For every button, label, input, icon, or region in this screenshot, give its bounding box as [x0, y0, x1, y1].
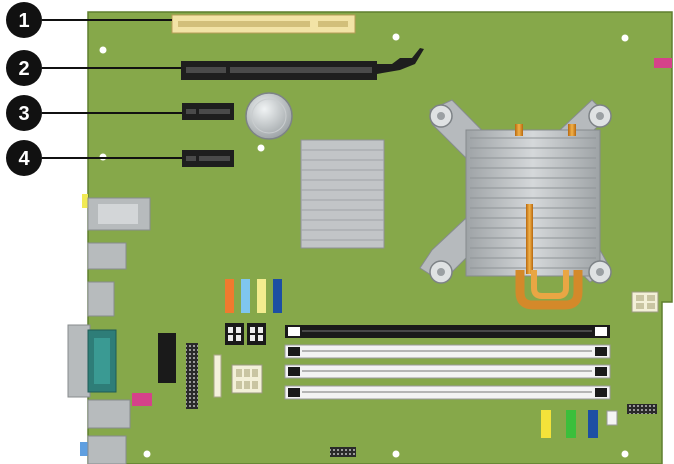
black-block-header	[158, 333, 176, 383]
callout-3: 3	[6, 95, 42, 131]
long-pin-header	[186, 343, 198, 409]
callout-2: 2	[6, 50, 42, 86]
pink-header-rear	[132, 393, 152, 406]
pcie-x1-slot-bottom	[182, 150, 234, 167]
white-pin-header	[214, 355, 221, 397]
callout-4: 4	[6, 140, 42, 176]
cmos-battery	[246, 93, 292, 139]
cpu-power-connector	[632, 292, 658, 312]
callout-number-2: 2	[18, 58, 29, 80]
pcie-x1-slot-top	[182, 103, 234, 120]
callout-number-1: 1	[18, 10, 29, 32]
aux-power-connector	[232, 365, 262, 393]
bottom-pin-header	[330, 447, 356, 457]
chipset-heatsink	[301, 140, 384, 248]
fan-header-top-right	[654, 58, 672, 68]
callout-1: 1	[6, 2, 42, 38]
callout-number-4: 4	[18, 148, 30, 170]
pci-slot	[172, 15, 355, 33]
callout-number-3: 3	[18, 103, 29, 125]
